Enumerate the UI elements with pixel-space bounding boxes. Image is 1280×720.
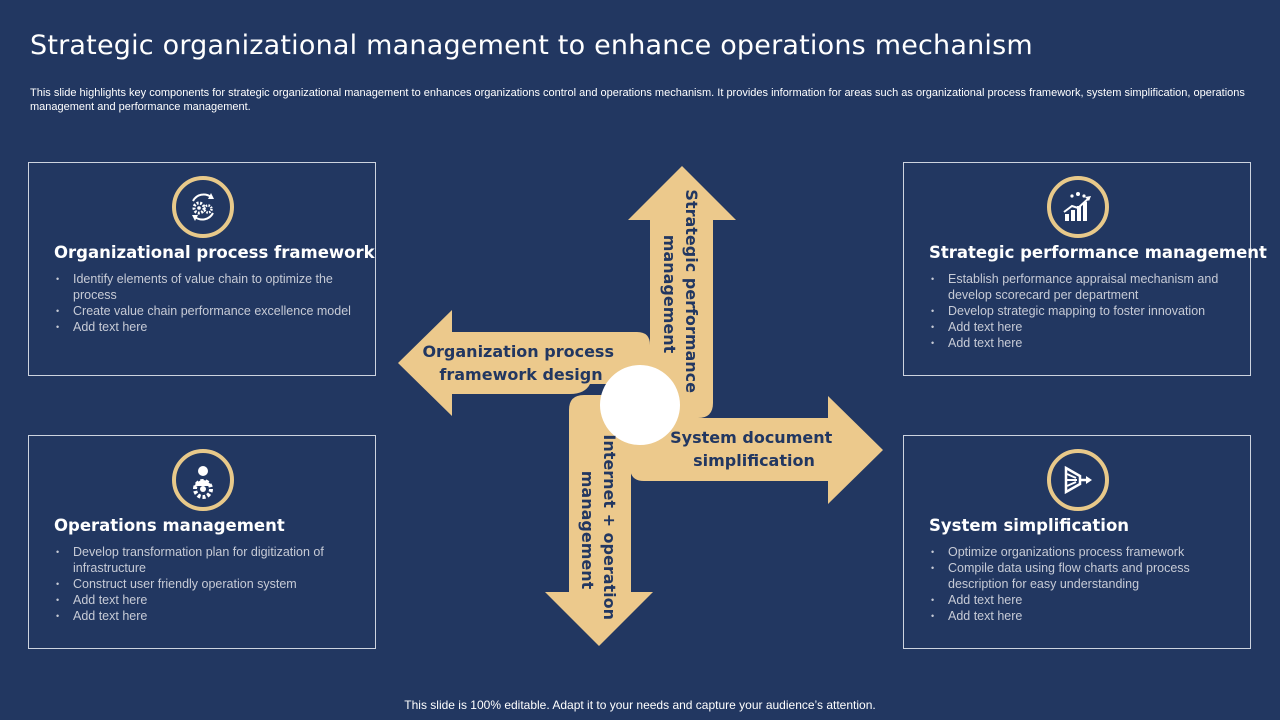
manager-gear-icon bbox=[172, 449, 234, 511]
card-bullets: Identify elements of value chain to opti… bbox=[54, 271, 354, 335]
gears-cycle-icon bbox=[172, 176, 234, 238]
list-item: Add text here bbox=[54, 319, 354, 335]
list-item: Add text here bbox=[929, 592, 1229, 608]
slide-subtitle: This slide highlights key components for… bbox=[30, 87, 1245, 113]
arrow-down bbox=[545, 395, 653, 646]
funnel-arrow-icon bbox=[1047, 449, 1109, 511]
list-item: Add text here bbox=[929, 608, 1229, 624]
card-title: Operations management bbox=[54, 516, 285, 535]
list-item: Add text here bbox=[54, 608, 354, 624]
arrow-up-label: Strategic performance management bbox=[660, 189, 701, 398]
card-strategic-performance-management: Strategic performance management Establi… bbox=[903, 162, 1267, 376]
card-bullets: Establish performance appraisal mechanis… bbox=[929, 271, 1229, 351]
slide-title: Strategic organizational management to e… bbox=[30, 30, 1033, 61]
list-item: Establish performance appraisal mechanis… bbox=[929, 271, 1229, 303]
card-bullets: Optimize organizations process framework… bbox=[929, 544, 1229, 624]
card-bullets: Develop transformation plan for digitiza… bbox=[54, 544, 354, 624]
list-item: Add text here bbox=[929, 319, 1229, 335]
list-item: Compile data using flow charts and proce… bbox=[929, 560, 1229, 592]
card-title: Strategic performance management bbox=[929, 243, 1267, 262]
card-operations-management: Operations management Develop transforma… bbox=[28, 435, 376, 649]
card-title: Organizational process framework bbox=[54, 243, 375, 262]
list-item: Add text here bbox=[929, 335, 1229, 351]
center-circle bbox=[600, 365, 680, 445]
arrow-right bbox=[630, 396, 883, 504]
list-item: Develop transformation plan for digitiza… bbox=[54, 544, 354, 576]
arrow-down-label: Internet + operation management bbox=[578, 434, 619, 625]
arrow-left bbox=[398, 310, 650, 416]
arrow-right-label: System document simplification bbox=[670, 428, 838, 470]
arrow-left-label: Organization process framework design bbox=[422, 342, 619, 384]
card-system-simplification: System simplification Optimize organizat… bbox=[903, 435, 1251, 649]
list-item: Develop strategic mapping to foster inno… bbox=[929, 303, 1229, 319]
list-item: Add text here bbox=[54, 592, 354, 608]
list-item: Construct user friendly operation system bbox=[54, 576, 354, 592]
arrow-up bbox=[628, 166, 736, 418]
list-item: Identify elements of value chain to opti… bbox=[54, 271, 354, 303]
card-organizational-process-framework: Organizational process framework Identif… bbox=[28, 162, 376, 376]
growth-chart-icon bbox=[1047, 176, 1109, 238]
list-item: Optimize organizations process framework bbox=[929, 544, 1229, 560]
footer-note: This slide is 100% editable. Adapt it to… bbox=[404, 698, 876, 712]
list-item: Create value chain performance excellenc… bbox=[54, 303, 354, 319]
card-title: System simplification bbox=[929, 516, 1130, 535]
